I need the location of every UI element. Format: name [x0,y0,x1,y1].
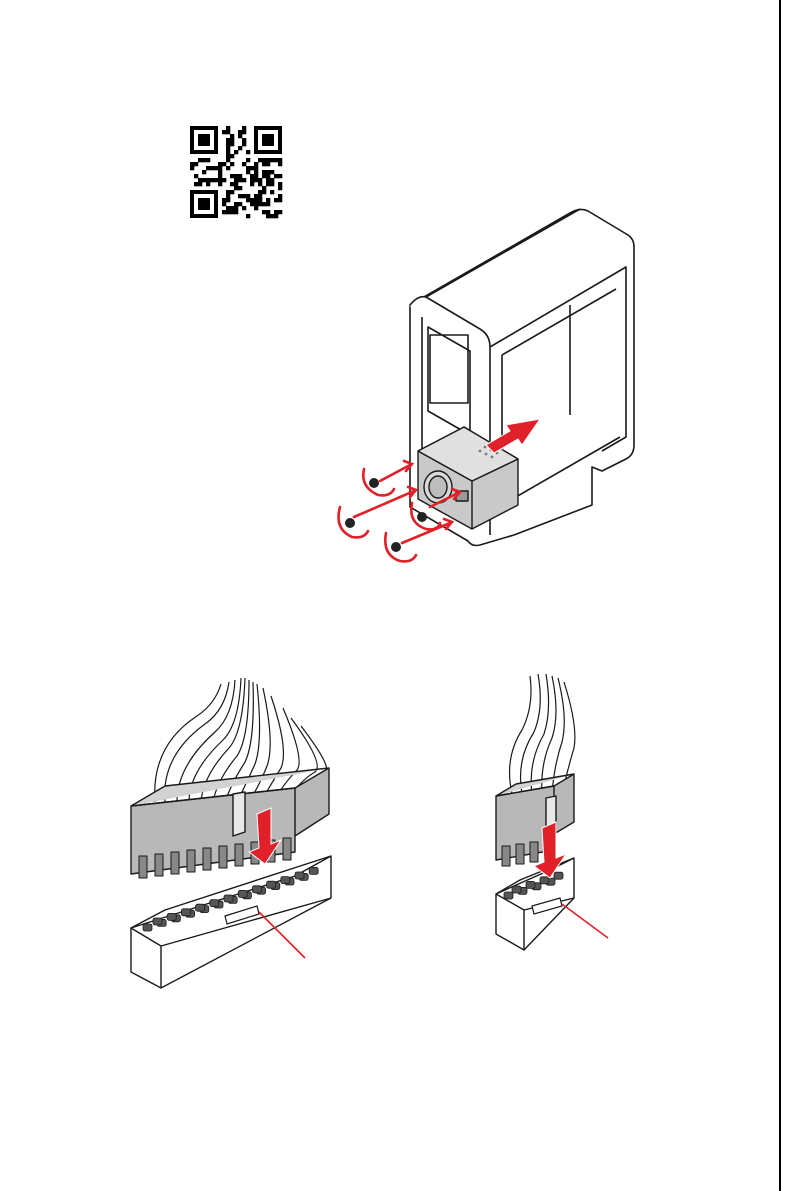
callout-line-icon [562,904,608,938]
socket-pin [267,881,276,888]
socket-pin [181,909,190,916]
socket-pin [309,867,318,874]
qr-code-icon[interactable] [190,126,282,218]
socket-pin [554,872,563,879]
socket-pin [512,886,521,893]
socket-pin [143,924,152,931]
socket-pin [540,877,549,884]
socket-pin [167,913,176,920]
8-pin-cable-connector-icon [496,774,574,866]
psu-installation-diagram [330,205,666,585]
socket-pin [295,872,304,879]
socket-pin [526,881,535,888]
socket-pin [238,890,247,897]
atx-8pin-connector-diagram [490,672,620,950]
socket-pin [504,892,513,899]
socket-pin [252,886,261,893]
socket-pin [210,900,219,907]
socket-pin [224,895,233,902]
page-edge-line [779,0,781,1191]
atx-24pin-connector-diagram [125,676,350,988]
socket-pin [153,918,162,925]
socket-pin [281,877,290,884]
socket-pin [196,904,205,911]
